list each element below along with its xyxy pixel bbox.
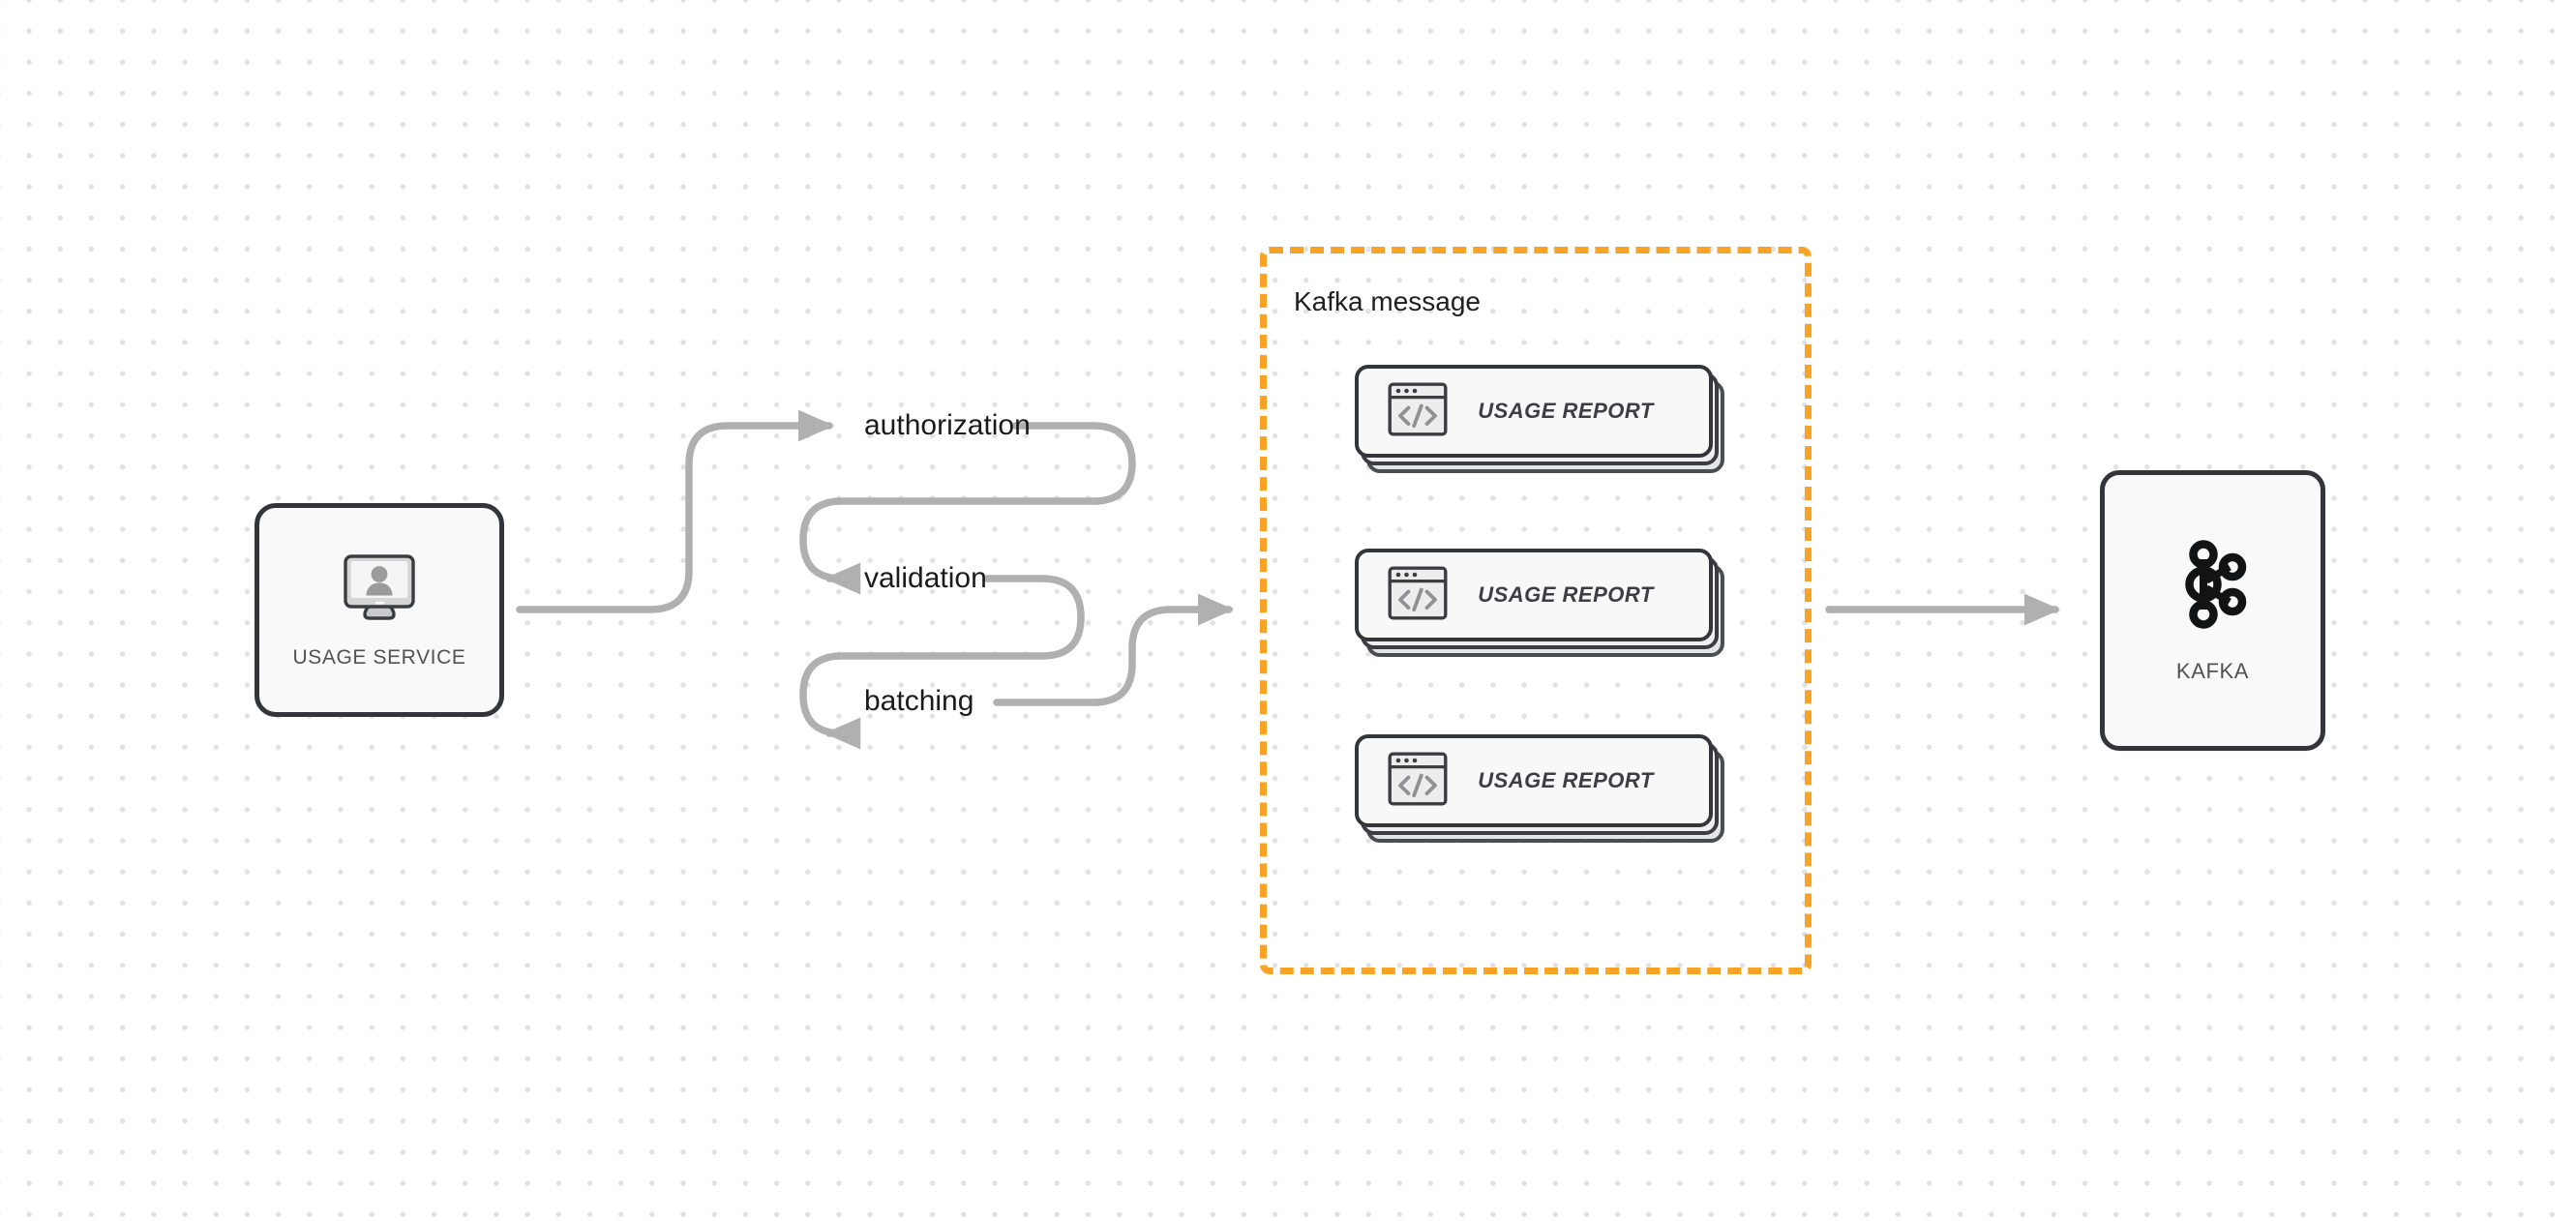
kafka-message-group-boundary[interactable] [1260, 247, 1812, 974]
step-label-validation[interactable]: validation [864, 562, 987, 594]
card-front[interactable]: USAGE REPORT [1355, 365, 1713, 458]
node-usage-service-label: USAGE SERVICE [292, 646, 466, 669]
node-kafka-label: KAFKA [2175, 658, 2250, 683]
card-front[interactable]: USAGE REPORT [1355, 549, 1713, 641]
usage-report-card-label: USAGE REPORT [1478, 582, 1654, 607]
kafka-logo-icon [2177, 538, 2249, 636]
connector-authorization-to-validation [799, 422, 1136, 595]
step-label-authorization[interactable]: authorization [864, 409, 1031, 441]
kafka-message-group-title: Kafka message [1294, 286, 1481, 316]
code-window-icon [1388, 566, 1448, 625]
monitor-user-icon [339, 551, 420, 631]
connector-usage-to-authorization [516, 409, 835, 613]
usage-report-card[interactable]: USAGE REPORT [1355, 365, 1724, 473]
usage-report-card[interactable]: USAGE REPORT [1355, 549, 1724, 657]
step-label-batching[interactable]: batching [864, 685, 974, 717]
usage-report-card[interactable]: USAGE REPORT [1355, 734, 1724, 843]
usage-report-card-label: USAGE REPORT [1478, 768, 1654, 792]
usage-report-card-label: USAGE REPORT [1478, 399, 1654, 423]
card-front[interactable]: USAGE REPORT [1355, 734, 1713, 827]
code-window-icon [1388, 382, 1448, 441]
node-usage-service[interactable]: USAGE SERVICE [255, 503, 504, 717]
node-kafka[interactable]: KAFKA [2100, 470, 2325, 751]
code-window-icon [1388, 752, 1448, 811]
connector-batching-to-kafka-message [993, 593, 1235, 706]
